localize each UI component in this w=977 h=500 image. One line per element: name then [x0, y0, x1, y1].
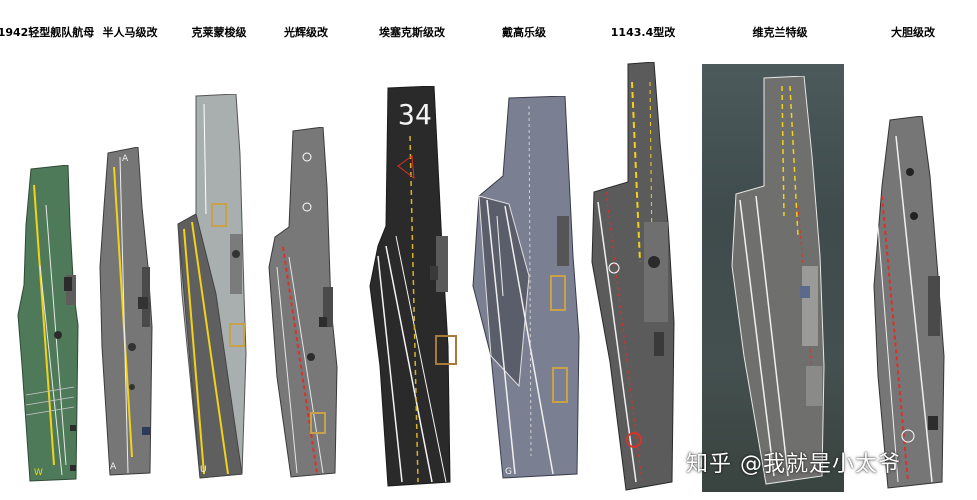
- ship-audacious-class-mod: [872, 116, 952, 490]
- ship-illustrious-class-mod: [267, 127, 341, 479]
- ship-centaur-class-mod: A A: [98, 147, 158, 477]
- watermark-text: 知乎 @我就是小太爷: [686, 452, 901, 477]
- label-charles-de-gaulle-class: 戴高乐级: [502, 26, 546, 39]
- ship-clemenceau-class: U: [176, 94, 254, 480]
- ship-1143-4-mod: [590, 62, 686, 492]
- label-illustrious-class-mod: 光辉级改: [284, 26, 328, 39]
- deck-letter-g: G: [505, 467, 512, 477]
- ship-charles-de-gaulle-class: G: [469, 96, 585, 480]
- label-vikrant-class: 维克兰特级: [752, 26, 808, 39]
- ship-essex-class-mod: 34: [366, 86, 464, 488]
- label-1942-light-fleet-carrier: 1942轻型舰队航母: [0, 26, 95, 39]
- ship-1942-light-fleet-carrier: W: [16, 165, 80, 485]
- hull-number-34: 34: [398, 98, 432, 131]
- deck-letter-w: W: [34, 468, 43, 478]
- ship-vikrant-class: [728, 76, 832, 490]
- label-audacious-class-mod: 大胆级改: [891, 26, 935, 39]
- label-centaur-class-mod: 半人马级改: [102, 26, 158, 39]
- label-clemenceau-class: 克莱蒙梭级: [191, 26, 247, 39]
- deck-letter-a-stern: A: [110, 462, 117, 472]
- label-1143-4-mod: 1143.4型改: [610, 26, 676, 39]
- label-essex-class-mod: 埃塞克斯级改: [379, 26, 445, 39]
- deck-letter-a-bow: A: [122, 154, 129, 164]
- deck-letter-u: U: [200, 465, 207, 475]
